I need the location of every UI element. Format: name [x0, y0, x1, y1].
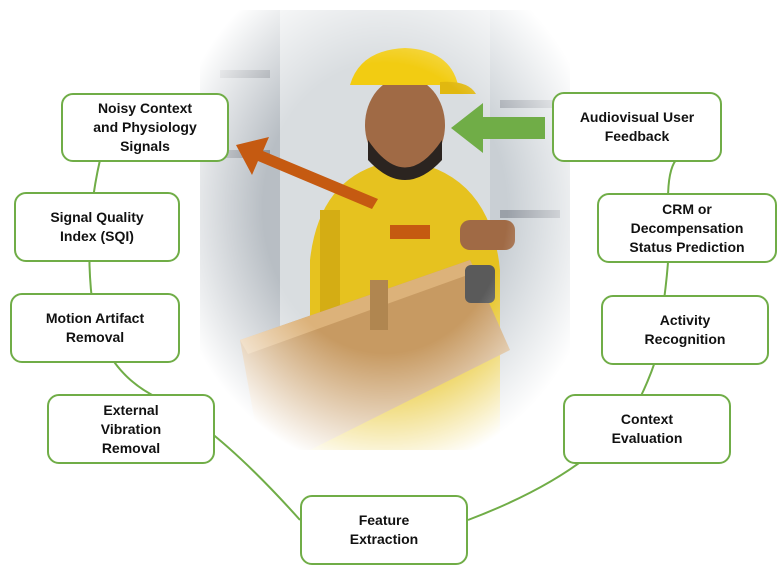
input-arrow [236, 137, 378, 209]
node-audiovisual-feedback: Audiovisual User Feedback [552, 92, 722, 162]
node-context-evaluation: Context Evaluation [563, 394, 731, 464]
feedback-arrow [451, 103, 545, 153]
node-signal-quality-index: Signal Quality Index (SQI) [14, 192, 180, 262]
node-noisy-signals: Noisy Context and Physiology Signals [61, 93, 229, 162]
node-external-vibration-removal: External Vibration Removal [47, 394, 215, 464]
worker-illustration [200, 10, 570, 450]
node-activity-recognition: Activity Recognition [601, 295, 769, 365]
node-motion-artifact-removal: Motion Artifact Removal [10, 293, 180, 363]
node-feature-extraction: Feature Extraction [300, 495, 468, 565]
node-crm-prediction: CRM or Decompensation Status Prediction [597, 193, 777, 263]
